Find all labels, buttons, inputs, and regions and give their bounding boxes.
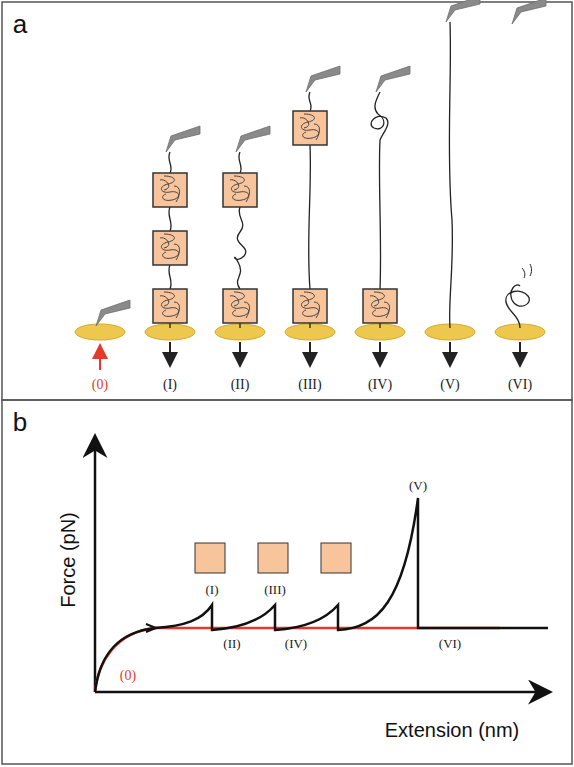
step-label: (VI) [508, 377, 532, 392]
step-label: (IV) [368, 377, 392, 392]
curve-label: (I) [206, 583, 219, 597]
axis-title: Extension (nm) [385, 719, 520, 741]
curve-label: (IV) [285, 637, 307, 651]
panel-letter: b [13, 408, 27, 437]
curve-label: (III) [264, 583, 286, 597]
curve-label: (V) [409, 479, 427, 493]
step-label: (III) [298, 377, 321, 392]
panel-letter: a [13, 10, 27, 39]
step-label: (I) [163, 377, 177, 392]
curve-label: (VI) [439, 637, 461, 651]
step-label: (II) [231, 377, 250, 392]
axis-title: Force (pN) [57, 512, 79, 608]
curve-label: (0) [120, 668, 136, 683]
curve-label: (II) [223, 637, 240, 651]
step-label: (0) [92, 377, 108, 392]
step-label: (V) [440, 377, 459, 392]
